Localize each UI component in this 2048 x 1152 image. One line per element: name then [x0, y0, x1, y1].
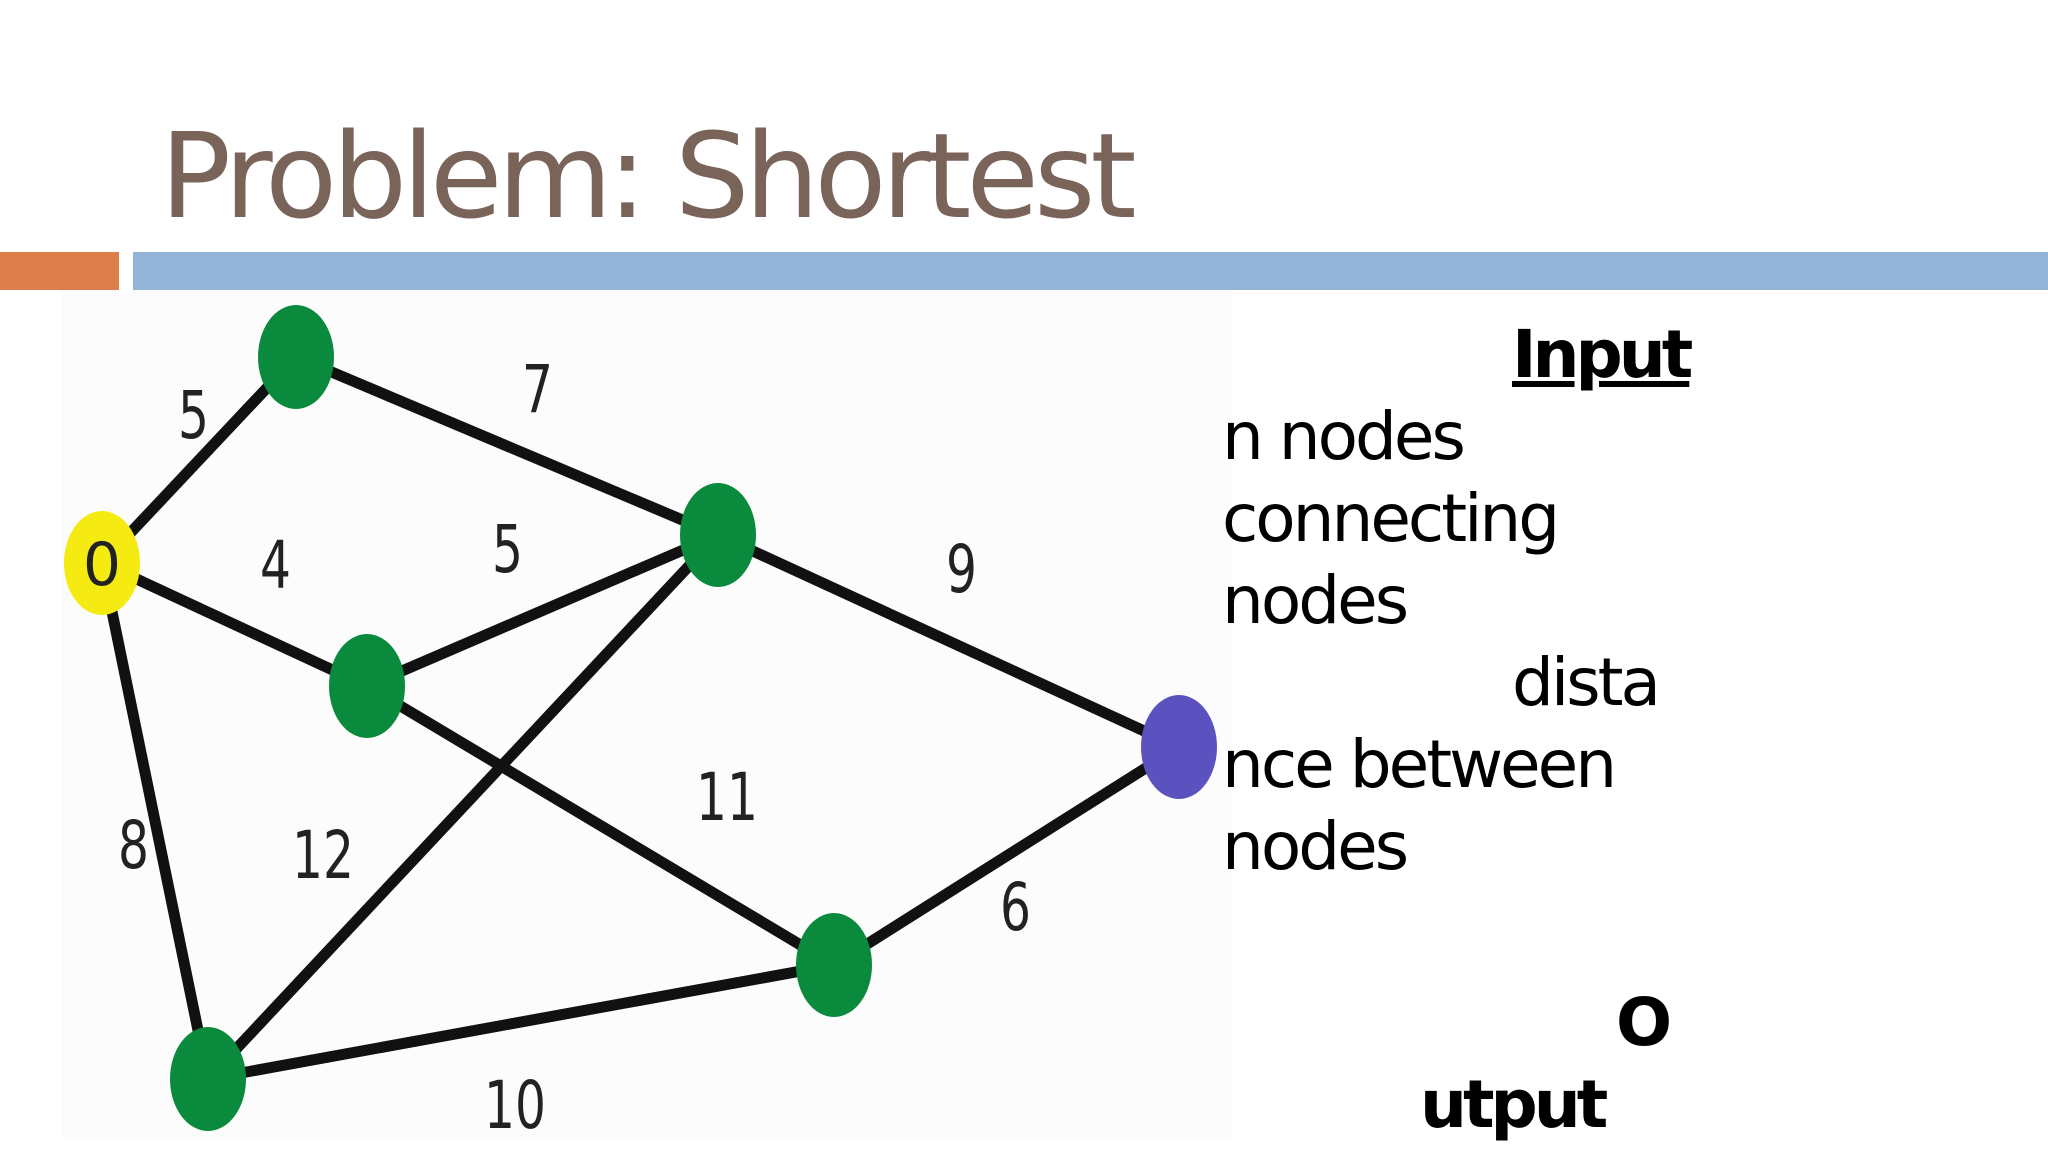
output-rest: utput [1420, 1066, 1608, 1143]
line-connecting: connecting [1222, 480, 1560, 557]
edge-n0-n1 [96, 351, 302, 569]
line-n-nodes: n nodes [1222, 398, 1466, 475]
graph-node-n2 [680, 483, 756, 587]
accent-bar-right [133, 252, 2048, 290]
edge-weight-label: 8 [118, 808, 149, 885]
graph-node-label: 0 [83, 530, 121, 600]
line-nodes-2: nodes [1222, 808, 1409, 885]
edge-weight-label: 11 [696, 760, 758, 837]
edge-n2-n4 [202, 529, 724, 1085]
edge-weight-label: 4 [260, 528, 291, 605]
edge-weight-label: 5 [178, 378, 209, 455]
edge-n4-n5 [202, 959, 840, 1085]
graph-node-n3 [329, 634, 405, 738]
edge-n3-n2 [361, 529, 724, 692]
edge-weight-label: 10 [484, 1068, 546, 1140]
line-dista: dista [1512, 644, 1661, 721]
input-heading: Input [1512, 316, 1693, 393]
line-nodes-1: nodes [1222, 562, 1409, 639]
title-line-1: Problem: Shortest [160, 107, 1137, 245]
edge-weight-label: 5 [492, 512, 523, 589]
nodes-layer: 0 [64, 305, 1217, 1131]
edge-n2-n6 [712, 529, 1185, 753]
edge-n0-n3 [96, 557, 373, 692]
edge-weight-label: 9 [946, 532, 977, 609]
graph-node-n4 [170, 1027, 246, 1131]
graph-node-n5 [796, 913, 872, 1017]
edge-n0-n4 [96, 557, 214, 1085]
output-o: O [1616, 984, 1672, 1061]
edge-weight-label: 6 [1000, 870, 1031, 947]
edge-n3-n5 [361, 680, 840, 971]
graph-node-n0 [64, 511, 140, 615]
edge-n1-n2 [290, 351, 724, 541]
edge-n5-n6 [828, 741, 1185, 971]
accent-bar-left [0, 252, 119, 290]
graph-node-n6 [1141, 695, 1217, 799]
graph-node-n1 [258, 305, 334, 409]
edge-weight-label: 12 [292, 818, 354, 895]
edges-layer [96, 351, 1185, 1085]
line-nce-between: nce between [1222, 726, 1617, 803]
edge-weight-label: 7 [522, 352, 553, 429]
